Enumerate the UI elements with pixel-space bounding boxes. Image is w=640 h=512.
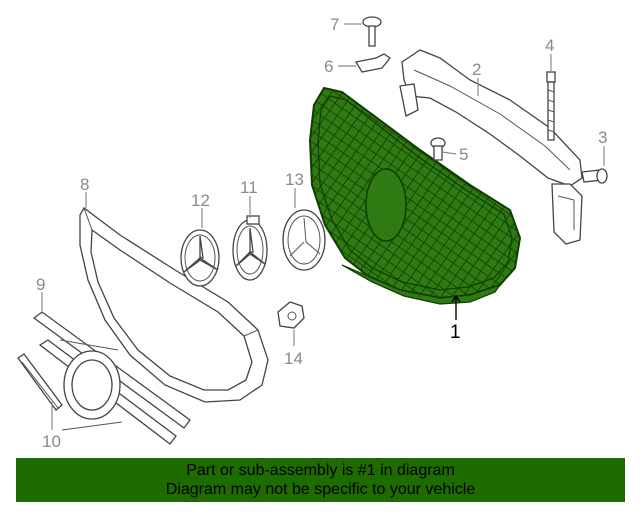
bolt-4: [546, 71, 556, 141]
callout-13: 13: [285, 170, 304, 189]
callout-7: 7: [330, 15, 339, 34]
emblem-with-base: [232, 215, 268, 281]
push-pin-7: [362, 16, 382, 47]
support-bracket: [399, 49, 583, 245]
callout-4: 4: [545, 36, 554, 55]
callout-9: 9: [36, 275, 45, 294]
clip: [277, 301, 305, 329]
callout-1: 1: [450, 322, 461, 343]
callout-12: 12: [191, 191, 210, 210]
callout-14: 14: [284, 349, 303, 368]
leader-lines: [41, 23, 605, 430]
lower-grille-trim: [32, 311, 191, 445]
callout-6: 6: [324, 57, 333, 76]
callout-2: 2: [472, 60, 481, 79]
grille-assembly-highlighted: [308, 86, 522, 305]
clip-bracket-6: [354, 53, 391, 73]
info-banner: Part or sub-assembly is #1 in diagram Di…: [16, 458, 625, 502]
emblem-mount: [282, 209, 326, 271]
screw-5: [430, 137, 446, 161]
callout-10: 10: [42, 432, 61, 451]
callout-5: 5: [459, 145, 468, 164]
callout-8: 8: [80, 175, 89, 194]
banner-line-2: Diagram may not be specific to your vehi…: [165, 481, 476, 498]
callout-3: 3: [598, 128, 607, 147]
banner-line-1: Part or sub-assembly is #1 in diagram: [186, 462, 455, 479]
grille-surround-frame: [79, 207, 269, 403]
emblem-star: [180, 229, 220, 287]
callout-11: 11: [240, 178, 258, 197]
parts-diagram: 1 2 3 4 5 6 7 8 9 10 11 12 13 14: [17, 15, 608, 451]
bolt-3: [581, 168, 608, 184]
trim-strip: [17, 353, 63, 411]
